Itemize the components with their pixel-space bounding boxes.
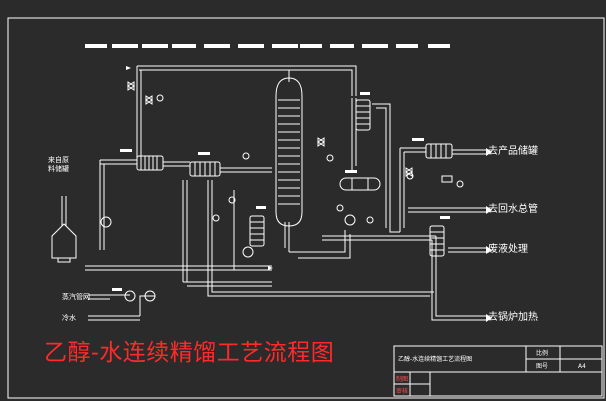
flow-arrows bbox=[126, 66, 492, 322]
feed-heater bbox=[189, 161, 221, 177]
outlet-waste-label: 废液处理 bbox=[488, 244, 528, 255]
outlet-boiler-label: 去锅炉加热 bbox=[488, 312, 538, 323]
bottoms-cooler bbox=[249, 215, 265, 247]
cold-water-inlet-label: 冷水 bbox=[62, 314, 76, 322]
overhead-condenser bbox=[355, 99, 371, 131]
inline-tags bbox=[112, 92, 450, 291]
equipment-tag-row bbox=[85, 44, 450, 48]
title-block-sheet-size: A4 bbox=[578, 363, 586, 370]
outlet-product-label: 去产品储罐 bbox=[488, 146, 538, 157]
process-piping bbox=[61, 65, 486, 321]
valves-instruments bbox=[127, 81, 464, 224]
steam-inlet-label: 蒸汽管网 bbox=[62, 293, 90, 301]
diagram-title: 乙醇-水连续精馏工艺流程图 bbox=[44, 340, 335, 366]
feed-tank bbox=[51, 223, 77, 263]
title-block-name: 乙醇-水连续精馏工艺流程图 bbox=[398, 356, 473, 363]
distillation-column bbox=[275, 77, 303, 227]
pumps bbox=[100, 214, 356, 302]
title-block-scale-label: 比例 bbox=[536, 350, 549, 357]
feed-preheater bbox=[136, 155, 164, 171]
reflux-drum bbox=[339, 177, 381, 191]
product-cooler bbox=[425, 143, 453, 159]
waste-cooler bbox=[429, 225, 445, 257]
drawing-frame bbox=[7, 17, 605, 399]
title-block-drawn-label: 制图 bbox=[396, 376, 409, 383]
feed-source-label-line1: 来自原 bbox=[48, 156, 69, 164]
title-block-checked-label: 审核 bbox=[396, 388, 409, 395]
title-block bbox=[393, 345, 603, 397]
title-block-drawing-no-label: 图号 bbox=[536, 363, 549, 370]
outlet-water-return-label: 去回水总管 bbox=[488, 204, 538, 215]
feed-source-label-line2: 料储罐 bbox=[48, 165, 69, 173]
